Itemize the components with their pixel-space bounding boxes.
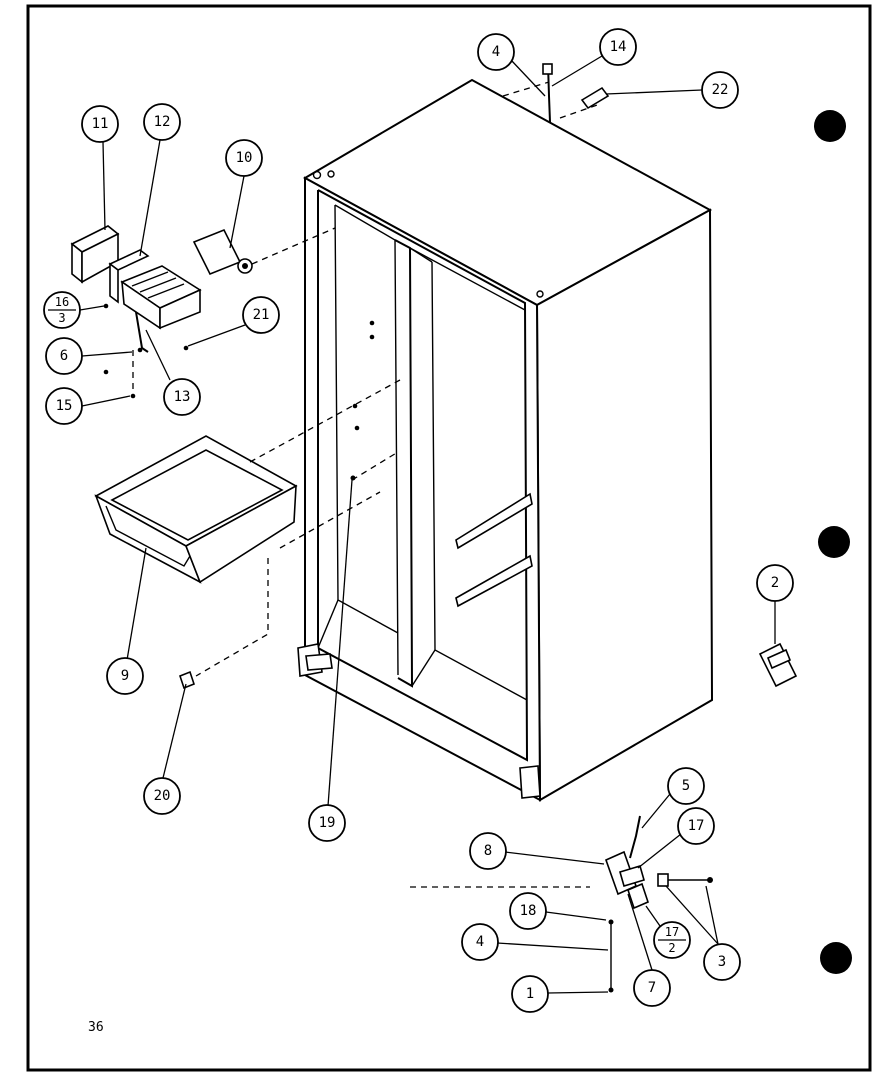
callout-13: 13 (163, 378, 201, 416)
roller-20 (179, 670, 195, 690)
callout-4-top: 4 (477, 33, 515, 71)
callout-17-top: 17 (677, 807, 715, 845)
water-valve-assembly (410, 815, 713, 993)
svg-text:16: 16 (55, 295, 69, 309)
callout-9: 9 (106, 657, 144, 695)
callout-7: 7 (633, 969, 671, 1007)
svg-text:13: 13 (174, 389, 191, 405)
callout-15: 15 (45, 387, 83, 425)
fitting-22 (580, 86, 610, 110)
svg-text:5: 5 (682, 778, 690, 794)
ice-bin (94, 379, 401, 677)
svg-text:6: 6 (60, 348, 68, 364)
svg-text:18: 18 (520, 903, 537, 919)
svg-text:9: 9 (121, 668, 129, 684)
svg-text:3: 3 (718, 954, 726, 970)
svg-text:2: 2 (771, 575, 779, 591)
callout-4-bottom: 4 (461, 923, 499, 961)
svg-text:21: 21 (253, 307, 270, 323)
callout-2: 2 (756, 564, 794, 602)
svg-text:7: 7 (648, 980, 656, 996)
svg-text:11: 11 (92, 116, 109, 132)
callout-14: 14 (599, 28, 637, 66)
svg-text:15: 15 (56, 398, 73, 414)
callout-5: 5 (667, 767, 705, 805)
callout-17-2: 17 2 (653, 921, 691, 959)
callout-22: 22 (701, 71, 739, 109)
svg-text:20: 20 (154, 788, 171, 804)
svg-text:19: 19 (319, 815, 336, 831)
callout-21: 21 (242, 296, 280, 334)
leader-lines (79, 55, 776, 994)
callout-10: 10 (225, 139, 263, 177)
svg-text:4: 4 (476, 934, 484, 950)
callout-8: 8 (469, 832, 507, 870)
ice-maker-assembly (70, 225, 336, 399)
callout-18: 18 (509, 892, 547, 930)
tube-clip (542, 63, 553, 75)
svg-text:17: 17 (665, 925, 679, 939)
svg-text:4: 4 (492, 44, 500, 60)
callout-19: 19 (308, 804, 346, 842)
callout-16-3: 16 3 (43, 291, 81, 329)
svg-text:12: 12 (154, 114, 171, 130)
refrigerator-cabinet (297, 78, 714, 802)
svg-text:10: 10 (236, 150, 253, 166)
page-number: 36 (88, 1020, 104, 1035)
svg-text:2: 2 (668, 941, 675, 955)
callout-11: 11 (81, 105, 119, 143)
tube-route-dashed (502, 81, 550, 97)
callout-3: 3 (703, 943, 741, 981)
svg-text:3: 3 (58, 311, 65, 325)
callout-12: 12 (143, 103, 181, 141)
svg-text:1: 1 (526, 986, 534, 1002)
hinge-2 (758, 642, 798, 688)
svg-text:14: 14 (610, 39, 627, 55)
callout-1: 1 (511, 975, 549, 1013)
svg-text:17: 17 (688, 818, 705, 834)
binder-hole-top (814, 110, 846, 142)
page-border (26, 4, 872, 1072)
svg-text:8: 8 (484, 843, 492, 859)
binder-hole-bottom (820, 942, 852, 974)
callout-6: 6 (45, 337, 83, 375)
callout-20: 20 (143, 777, 181, 815)
binder-hole-middle (818, 526, 850, 558)
svg-text:22: 22 (712, 82, 729, 98)
